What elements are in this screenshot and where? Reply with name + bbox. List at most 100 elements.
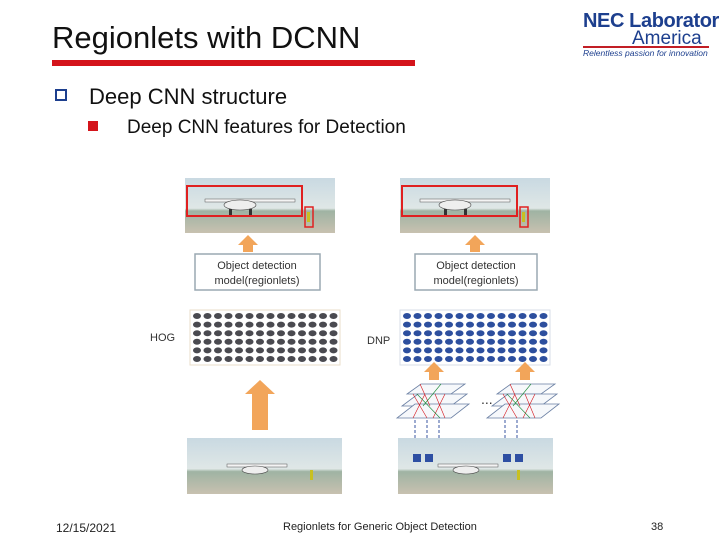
feature-dot [277,338,285,345]
connector-lines [414,420,518,454]
feature-dot [403,356,411,362]
feature-dot [224,356,233,362]
title-underline [52,60,415,66]
feature-dot [266,356,275,362]
hollow-square-bullet-icon [55,89,67,101]
feature-dot [266,347,275,354]
feature-dot [277,321,285,328]
feature-dot [424,356,432,362]
feature-dot [266,330,275,337]
feature-dot [308,321,317,328]
top-left-photo [185,178,335,233]
cnn-layers-right [485,383,561,419]
feature-dot [193,313,201,319]
feature-dot [445,338,453,345]
feature-dot [266,321,275,328]
feature-dot [466,338,474,345]
feature-dot [203,321,212,328]
feature-dot [256,321,264,328]
hog-label: HOG [150,332,175,344]
feature-dot [193,347,201,354]
feature-dot [497,321,506,328]
feature-dot [424,321,432,328]
feature-dot [434,321,443,328]
feature-dot [424,338,432,345]
up-arrow-icon [238,235,258,252]
feature-dot [424,313,432,319]
feature-dot [455,313,464,319]
feature-dot [529,313,537,319]
feature-dot [214,321,222,328]
airplane-icon [419,198,511,215]
dnp-feature-grid [403,313,548,362]
feature-dot [476,313,485,319]
feature-dot [413,338,422,345]
bottom-right-photo [398,438,553,494]
feature-dot [329,330,338,337]
feature-dot [529,347,537,354]
region-marker [515,454,523,462]
feature-dot [329,338,338,345]
hog-feature-grid [193,313,338,362]
region-marker [413,454,421,462]
feature-dot [497,338,506,345]
feature-dot [214,338,222,345]
feature-dot [308,338,317,345]
feature-dot [298,321,306,328]
feature-dot [445,347,453,354]
feature-dot [445,330,453,337]
feature-dot [539,347,548,354]
feature-dot [298,330,306,337]
feature-dot [214,356,222,362]
feature-dot [193,356,201,362]
feature-dot [455,356,464,362]
feature-dot [413,313,422,319]
feature-dot [214,330,222,337]
feature-dot [445,313,453,319]
feature-dot [319,356,327,362]
feature-dot [413,321,422,328]
dnp-feature-panel [399,309,551,366]
logo-line1: NEC Laboratories [583,10,720,32]
feature-dot [508,356,516,362]
up-arrow-icon [515,362,535,380]
feature-dot [245,338,254,345]
feature-dot [298,338,306,345]
feature-dot [476,321,485,328]
right-model-box: Object detection model(regionlets) [414,253,538,291]
feature-dot [497,313,506,319]
feature-dot [529,330,537,337]
feature-dot [224,313,233,319]
feature-dot [539,356,548,362]
feature-dot [518,330,527,337]
feature-dot [319,347,327,354]
slide-title: Regionlets with DCNN [52,20,361,55]
detection-pipeline-diagram: Object detection model(regionlets) Objec… [150,178,561,494]
left-box-line1: Object detection [217,260,297,272]
footer-date: 12/15/2021 [56,521,117,535]
up-arrow-icon [465,235,485,252]
feature-dot [518,313,527,319]
feature-dot [497,347,506,354]
feature-dot [319,338,327,345]
feature-dot [434,330,443,337]
feature-dot [319,313,327,319]
dnp-label: DNP [367,335,390,347]
feature-dot [424,330,432,337]
feature-dot [518,338,527,345]
feature-dot [518,321,527,328]
feature-dot [529,356,537,362]
feature-dot [298,313,306,319]
logo-rule [583,46,709,48]
top-right-photo [400,178,550,233]
feature-dot [193,321,201,328]
region-marker [503,454,511,462]
feature-dot [455,321,464,328]
feature-dot [508,321,516,328]
feature-dot [319,321,327,328]
feature-dot [245,313,254,319]
feature-dot [466,330,474,337]
hog-feature-panel [189,309,341,366]
feature-dot [287,338,296,345]
feature-dot [245,330,254,337]
